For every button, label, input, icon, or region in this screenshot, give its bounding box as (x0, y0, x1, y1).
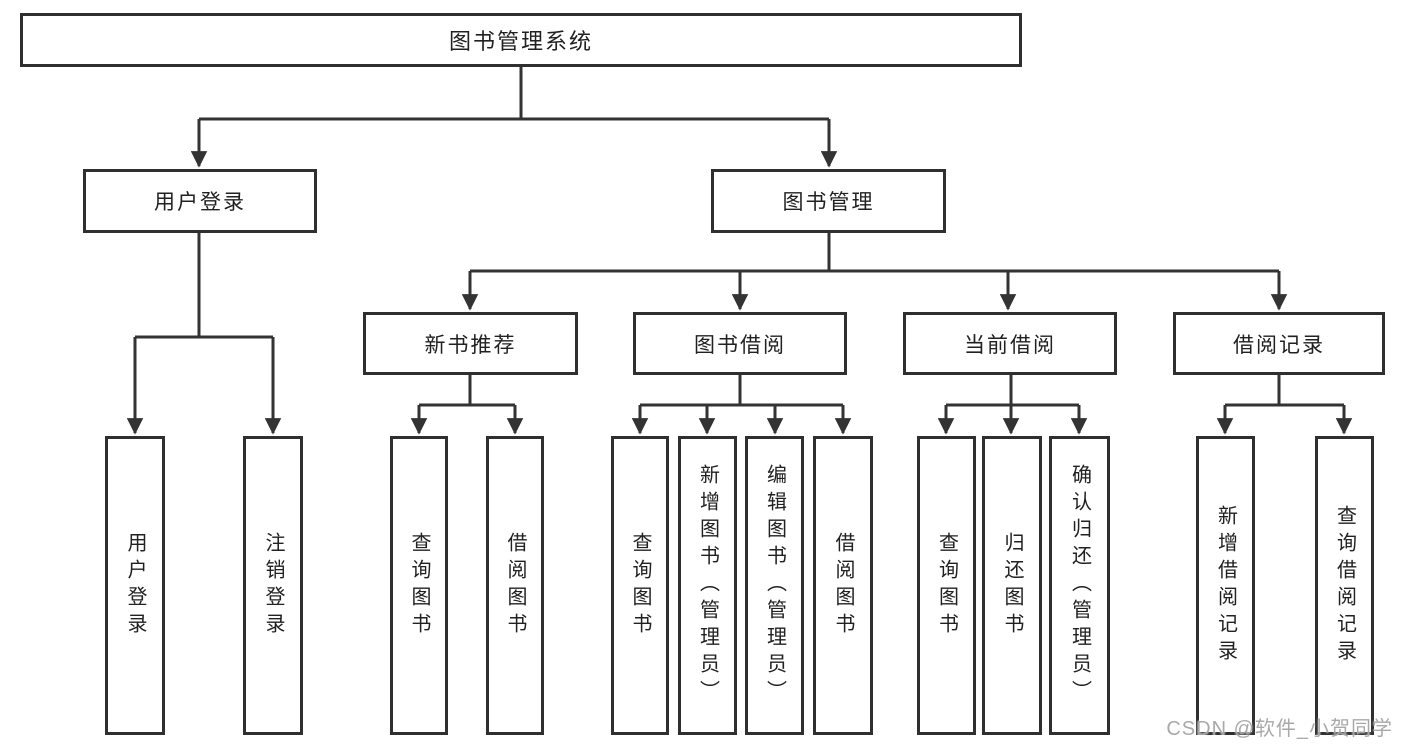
node-new-book-recommend: 新书推荐 (363, 312, 578, 375)
leaf-recommend-query-books: 查询图书 (390, 436, 448, 735)
leaf-recommend-query-books-label: 查询图书 (408, 531, 430, 640)
leaf-borrowing-borrow-books: 借阅图书 (813, 436, 873, 735)
leaf-current-return-books: 归还图书 (982, 436, 1042, 735)
watermark: CSDN @软件_小贺同学 (1166, 718, 1393, 740)
leaf-borrowing-add-books-label: 新增图书（管理员） (696, 464, 719, 707)
leaf-current-return-books-label: 归还图书 (1001, 531, 1023, 640)
node-user-login-label: 用户登录 (154, 191, 246, 214)
leaf-current-confirm-return-label: 确认归还（管理员） (1068, 464, 1091, 707)
leaf-recommend-borrow-books: 借阅图书 (486, 436, 544, 735)
node-borrowing-records: 借阅记录 (1173, 312, 1385, 375)
leaf-user-login-label: 用户登录 (124, 531, 146, 640)
node-new-book-recommend-label: 新书推荐 (424, 333, 517, 357)
leaf-recommend-borrow-books-label: 借阅图书 (504, 531, 526, 640)
connectors (126, 67, 1353, 435)
leaf-borrowing-borrow-books-label: 借阅图书 (832, 531, 854, 640)
node-root: 图书管理系统 (20, 13, 1022, 67)
leaf-borrowing-add-books: 新增图书（管理员） (678, 436, 737, 735)
leaf-logout-login-label: 注销登录 (262, 531, 284, 640)
leaf-borrowing-edit-books-label: 编辑图书（管理员） (763, 464, 786, 707)
node-book-management: 图书管理 (711, 169, 946, 233)
leaf-records-add-record-label: 新增借阅记录 (1214, 504, 1237, 667)
node-current-borrowing-label: 当前借阅 (964, 333, 1056, 357)
leaf-user-login: 用户登录 (105, 436, 165, 735)
node-book-borrowing-label: 图书借阅 (694, 333, 786, 357)
leaf-borrowing-query-books: 查询图书 (611, 436, 669, 735)
leaf-current-query-books: 查询图书 (917, 436, 976, 735)
leaf-records-query-record-label: 查询借阅记录 (1333, 504, 1356, 667)
leaf-current-confirm-return: 确认归还（管理员） (1049, 436, 1110, 735)
node-book-management-label: 图书管理 (782, 191, 875, 214)
node-borrowing-records-label: 借阅记录 (1233, 333, 1325, 357)
leaf-borrowing-query-books-label: 查询图书 (629, 531, 651, 640)
leaf-records-add-record: 新增借阅记录 (1196, 436, 1255, 735)
leaf-records-query-record: 查询借阅记录 (1315, 436, 1374, 735)
node-root-label: 图书管理系统 (448, 29, 593, 54)
leaf-logout-login: 注销登录 (243, 436, 303, 735)
node-book-borrowing: 图书借阅 (633, 312, 847, 375)
node-current-borrowing: 当前借阅 (903, 312, 1117, 375)
node-user-login: 用户登录 (83, 169, 317, 233)
leaf-current-query-books-label: 查询图书 (935, 531, 958, 640)
leaf-borrowing-edit-books: 编辑图书（管理员） (745, 436, 804, 735)
